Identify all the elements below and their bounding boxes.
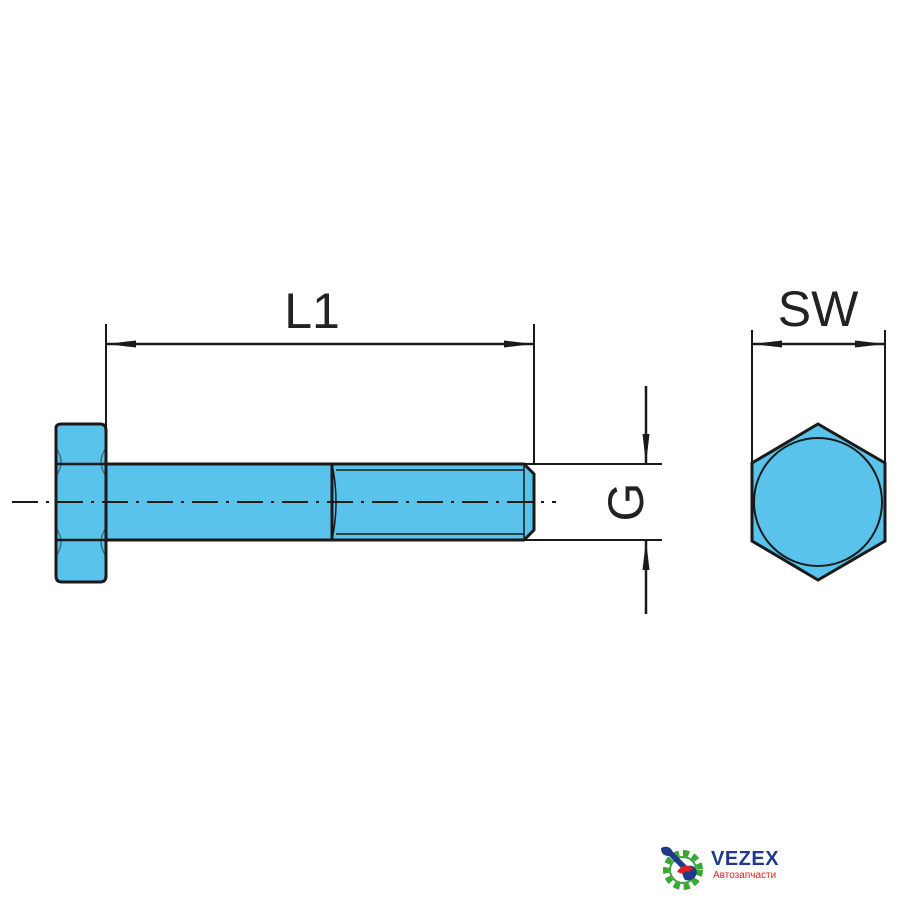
brand-name: VEZEX bbox=[711, 848, 780, 870]
wrench-size-label: SW bbox=[778, 281, 859, 337]
brand-watermark: VEZEX Автозапчасти bbox=[655, 842, 805, 892]
wrench-size-dimension: SW bbox=[751, 281, 886, 463]
hex-face-circle bbox=[753, 437, 883, 567]
bolt-side-view bbox=[12, 422, 556, 584]
length-dimension: L1 bbox=[105, 283, 535, 464]
gear-wrench-logo-icon bbox=[661, 846, 703, 890]
thread-diameter-dimension: G bbox=[524, 386, 662, 614]
length-label: L1 bbox=[284, 283, 340, 339]
bolt-end-view bbox=[750, 422, 887, 582]
thread-label: G bbox=[598, 483, 654, 522]
brand-subtitle: Автозапчасти bbox=[713, 870, 777, 881]
